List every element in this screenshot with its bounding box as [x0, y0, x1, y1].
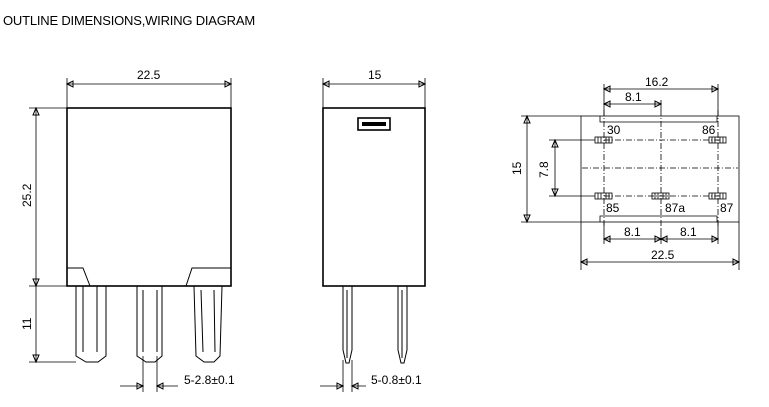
side-pin-left	[342, 286, 353, 364]
front-body	[66, 107, 232, 287]
pin-label-85: 85	[606, 201, 620, 215]
footprint-pitch-right-label: 8.1	[680, 225, 697, 239]
pin-label-87: 87	[720, 201, 734, 215]
pin-pad-86	[708, 136, 727, 144]
pin-pad-87a	[651, 192, 670, 200]
pin-label-87a: 87a	[665, 201, 685, 215]
footprint-inner-width-label: 8.1	[625, 90, 642, 104]
page-title: OUTLINE DIMENSIONS,WIRING DIAGRAM	[3, 13, 255, 28]
front-height-label: 25.2	[20, 183, 34, 207]
front-pin-label: 5-2.8±0.1	[184, 373, 235, 387]
front-pin-middle	[136, 286, 163, 363]
footprint-view: 30 86 85 87a 87 16.2 8.1 15 7.8 8.1 8.1 …	[510, 75, 741, 270]
pin-label-86: 86	[702, 123, 716, 137]
side-width-label: 15	[368, 68, 382, 82]
side-body	[322, 107, 426, 287]
front-pin-length-label: 11	[20, 317, 34, 330]
front-view: 22.5 25.2 11 5-2.8±0.1	[20, 68, 235, 392]
side-pin-right	[397, 286, 408, 364]
pin-label-30: 30	[607, 123, 621, 137]
pin-pad-87	[708, 192, 727, 200]
front-base-bevel	[67, 267, 231, 287]
footprint-outline	[580, 115, 740, 223]
footprint-pitch-left-label: 8.1	[624, 225, 641, 239]
front-pin-right	[193, 285, 223, 363]
footprint-inner-height-label: 7.8	[537, 161, 551, 178]
front-width-label: 22.5	[137, 68, 161, 82]
side-pin-label: 5-0.8±0.1	[371, 373, 422, 387]
side-latch	[357, 117, 391, 131]
footprint-height-label: 15	[510, 161, 524, 175]
footprint-outer-width-label: 16.2	[645, 75, 669, 89]
front-pin-left	[75, 286, 107, 363]
side-view: 15 5-0.8±0.1	[320, 68, 427, 392]
footprint-total-width-label: 22.5	[651, 248, 675, 262]
front-pins	[75, 285, 223, 363]
